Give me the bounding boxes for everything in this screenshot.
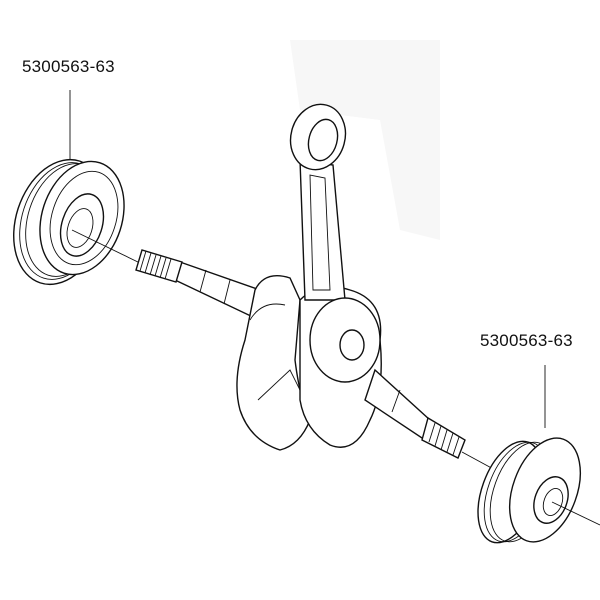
part-number-callout-left: 5300563-63 [22,57,115,76]
axis-line-left [71,229,141,264]
watermark [290,40,440,240]
part-number-callout-right: 5300563-63 [480,331,573,350]
shaft-left [135,249,261,320]
connecting-rod [289,103,381,383]
axis-line-right-end [551,501,600,526]
bearing-right [477,437,581,544]
bearing-left [13,158,125,286]
shaft-right [364,368,466,459]
